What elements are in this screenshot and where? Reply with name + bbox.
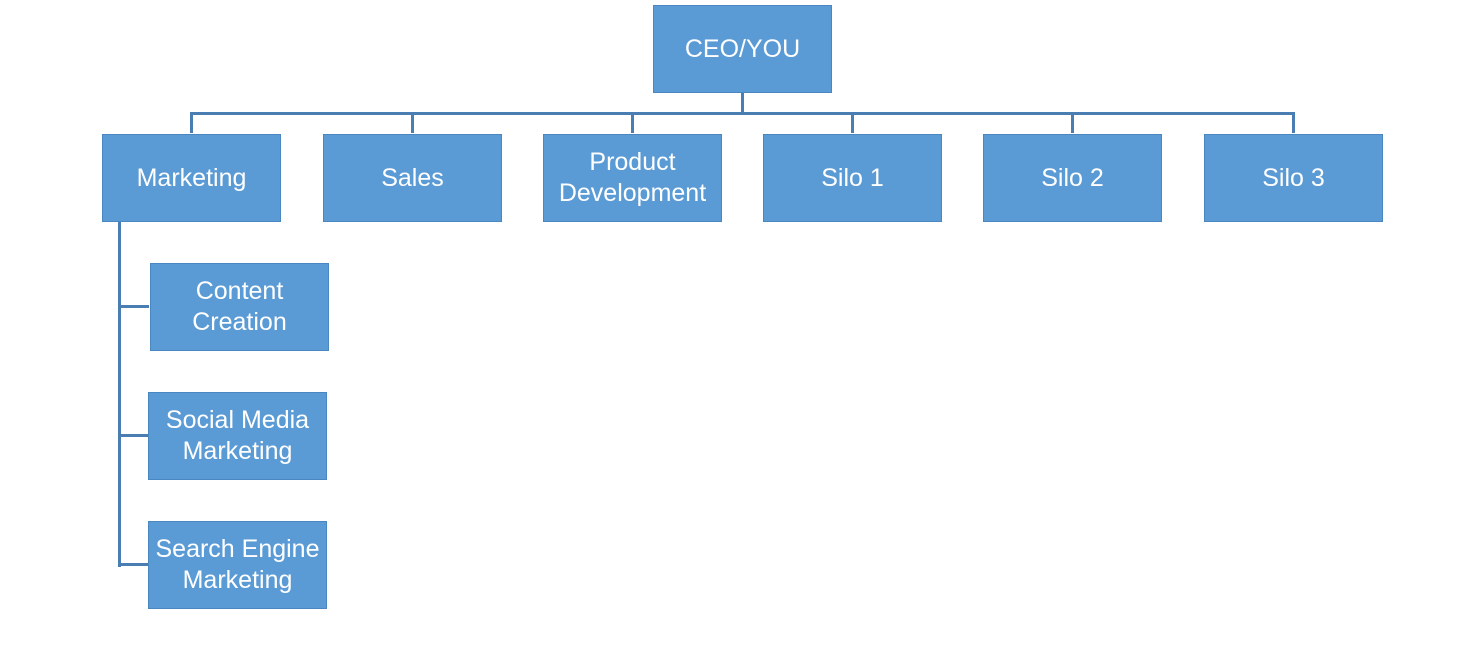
connector-silo-2-drop (1071, 112, 1074, 133)
connector-product-development-drop (631, 112, 634, 133)
connector-content-creation-branch (118, 305, 149, 308)
node-social-media-marketing: Social Media Marketing (148, 392, 327, 480)
node-silo-2-label: Silo 2 (1041, 163, 1104, 192)
node-ceo-label: CEO/YOU (684, 34, 801, 63)
node-silo-1: Silo 1 (763, 134, 942, 222)
node-content-creation: Content Creation (150, 263, 329, 351)
connector-horizontal-bus (190, 112, 1295, 115)
connector-root-down (741, 92, 744, 115)
connector-silo-3-drop (1292, 112, 1295, 133)
connector-marketing-drop (190, 112, 193, 133)
node-silo-3-label: Silo 3 (1262, 163, 1325, 192)
node-search-engine-marketing-label: Search Engine Marketing (155, 535, 320, 594)
node-marketing: Marketing (102, 134, 281, 222)
node-product-development-label: Product Development (558, 148, 707, 207)
connector-search-engine-marketing-branch (118, 563, 148, 566)
node-silo-3: Silo 3 (1204, 134, 1383, 222)
node-search-engine-marketing: Search Engine Marketing (148, 521, 327, 609)
node-social-media-marketing-label: Social Media Marketing (165, 406, 310, 465)
node-content-creation-label: Content Creation (192, 277, 287, 336)
connector-sales-drop (411, 112, 414, 133)
node-silo-2: Silo 2 (983, 134, 1162, 222)
node-product-development: Product Development (543, 134, 722, 222)
node-silo-1-label: Silo 1 (821, 163, 884, 192)
node-ceo: CEO/YOU (653, 5, 832, 93)
connector-marketing-vertical (118, 222, 121, 567)
node-sales: Sales (323, 134, 502, 222)
connector-silo-1-drop (851, 112, 854, 133)
node-sales-label: Sales (381, 163, 444, 192)
connector-social-media-marketing-branch (118, 434, 148, 437)
node-marketing-label: Marketing (136, 163, 247, 192)
